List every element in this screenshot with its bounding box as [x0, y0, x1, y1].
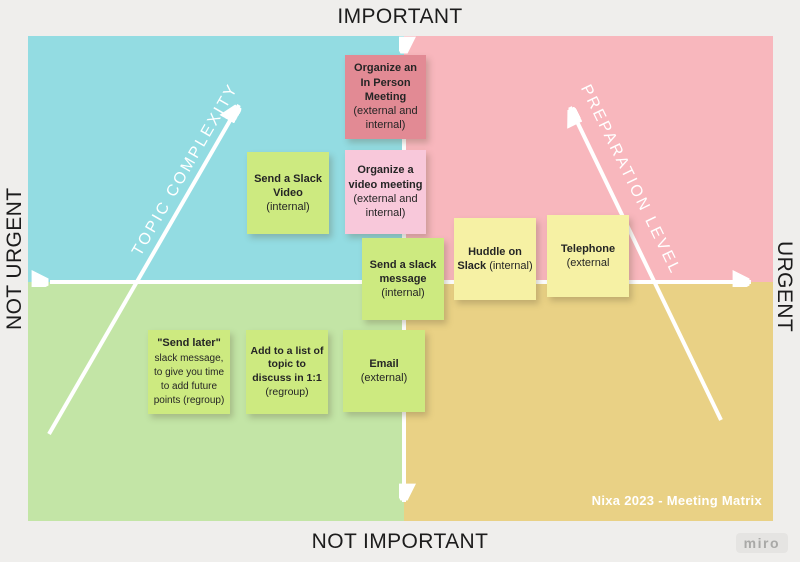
note-subtitle: (external and internal)	[353, 105, 418, 132]
axis-label-important: IMPORTANT	[337, 5, 463, 28]
note-subtitle: (external)	[360, 372, 408, 384]
note-subtitle: (regroup)	[265, 385, 309, 398]
note-title: Add to a list of topic to discuss in 1:1	[250, 344, 324, 384]
sticky-note[interactable]: "Send later" slack message, to give you …	[148, 330, 230, 414]
note-title: Telephone	[560, 242, 616, 255]
sticky-note[interactable]: Email (external)	[343, 330, 425, 412]
sticky-note[interactable]: Organize an In Person Meeting (external …	[345, 55, 426, 139]
note-subtitle: (internal)	[381, 287, 425, 300]
note-subtitle: (external	[566, 257, 610, 269]
note-title: Send a Slack Video	[254, 172, 322, 199]
note-subtitle: slack message, to give you time to add f…	[153, 352, 225, 407]
sticky-note[interactable]: Add to a list of topic to discuss in 1:1…	[246, 330, 328, 414]
sticky-note[interactable]: Telephone (external	[547, 215, 629, 297]
sticky-note[interactable]: Huddle on Slack (internal)	[454, 218, 536, 300]
note-title: Email	[369, 357, 399, 370]
note-title: Organize a video meeting	[348, 164, 423, 191]
note-subtitle: (internal)	[266, 201, 310, 214]
board-credit: Nixa 2023 - Meeting Matrix	[591, 493, 762, 508]
note-title: Huddle on Slack	[457, 245, 522, 272]
note-title: Send a slack message	[369, 258, 437, 285]
note-subtitle: (external and internal)	[353, 193, 418, 220]
miro-logo: miro	[735, 533, 788, 553]
note-title: Organize an In Person Meeting	[354, 62, 417, 103]
sticky-note[interactable]: Send a slack message (internal)	[362, 238, 444, 320]
sticky-note[interactable]: Send a Slack Video (internal)	[247, 152, 329, 234]
note-subtitle: (internal)	[489, 260, 533, 272]
axis-label-not-important: NOT IMPORTANT	[311, 530, 489, 553]
note-title: "Send later"	[157, 337, 221, 350]
sticky-note[interactable]: Organize a video meeting (external and i…	[345, 150, 426, 234]
